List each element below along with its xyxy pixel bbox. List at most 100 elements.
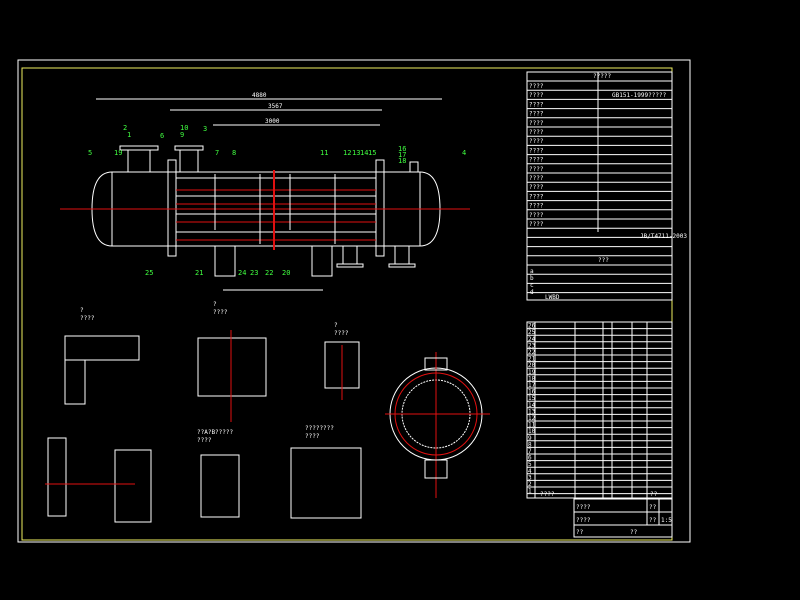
detail-caption: ???? [80,315,95,322]
part-number: 20 [528,362,536,369]
scale-label: ?? [649,504,657,511]
part-number: 14 [528,402,536,409]
inner-border [21,67,673,541]
part-label: 9 [180,131,184,139]
dim-overall: 4880 [252,92,267,99]
parts-footer-qty: ?? [650,491,658,498]
part-label: 14 [360,149,368,157]
dim-tube-length: 3567 [268,103,283,110]
part-number: 25 [528,329,536,336]
part-number: 3 [528,474,532,481]
part-label: 12 [343,149,351,157]
heat-exchanger-elevation: 4880 3567 3000 [60,92,470,291]
title-block-row: ???? [529,83,544,90]
dim-baffle-span: 3000 [265,118,280,125]
part-number: 21 [528,356,536,363]
nozzle-row: c [530,282,534,289]
title-block-row: ???? [529,129,544,136]
detail-views [45,330,490,523]
part-number: 2 [528,481,532,488]
part-label: 20 [282,269,290,277]
part-number: 23 [528,342,536,349]
sheet-name-3: ?? [576,529,584,536]
detail-caption: ???? [197,437,212,444]
part-label: 19 [114,149,122,157]
scale-value: 1:5 [661,517,672,524]
parts-list: 2625242322212019181716151413121110987654… [526,321,673,499]
part-label: 8 [232,149,236,157]
part-label: 17 [398,151,406,159]
part-number: 7 [528,448,532,455]
part-number: 15 [528,395,536,402]
sheet-info: ???? ???? ?? ?? 1:5 ?? ?? [573,498,673,538]
title-block-row: ???? [529,101,544,108]
title-block-heading: ????? [593,73,611,80]
nozzle-row: b [530,275,534,282]
part-number: 12 [528,415,536,422]
title-block-row: ???? [529,184,544,191]
part-label: 3 [203,125,207,133]
part-number: 10 [528,428,536,435]
parts-footer-label: ???? [540,491,555,498]
part-number: 9 [528,435,532,442]
part-number: 1 [528,488,532,495]
title-block-row: ???? [529,138,544,145]
title-block-row: ???? [529,92,544,99]
detail-mark: ??A?B????? [197,429,234,436]
part-label: 10 [180,124,188,132]
code-text: JB/T4711-2003 [640,233,687,240]
part-label: 2 [123,124,127,132]
part-number: 6 [528,455,532,462]
part-label: 7 [215,149,219,157]
standard-text: GB151-1999????? [612,92,667,99]
sheet-name-1: ???? [576,504,591,511]
part-label: 15 [368,149,376,157]
title-block-row: ???? [529,166,544,173]
title-block-row: ???? [529,175,544,182]
part-number: 24 [528,336,536,343]
detail-mark: ? [213,301,217,308]
nozzle-table-header: ??? [598,257,609,264]
outer-frame [17,59,691,543]
part-label: 18 [398,157,406,165]
title-block-row: ???? [529,203,544,210]
title-block-row: ???? [529,147,544,154]
nozzle-row: d [530,289,534,296]
nozzle-row: a [530,268,534,275]
part-number: 26 [528,323,536,330]
title-block-row: ???? [529,212,544,219]
sheet-name-2: ???? [576,517,591,524]
detail-mark: ???????? [305,425,334,432]
detail-caption: ???? [213,309,228,316]
detail-caption: ???? [334,330,349,337]
title-block-row: ???? [529,193,544,200]
part-label: 13 [352,149,360,157]
part-label: 16 [398,145,406,153]
part-number: 22 [528,349,536,356]
detail-caption: ???? [305,433,320,440]
detail-mark: ? [80,307,84,314]
part-label: 4 [462,149,466,157]
sheet-label: ?? [649,517,657,524]
part-number: 17 [528,382,536,389]
title-block-row: ???? [529,157,544,164]
title-block-row: ???? [529,120,544,127]
part-label: 1 [127,131,131,139]
nozzle-footer: LWBD [545,294,560,301]
part-number: 4 [528,468,532,475]
part-label: 23 [250,269,258,277]
part-number: 16 [528,389,536,396]
title-block-row: ???? [529,111,544,118]
part-number: 11 [528,422,536,429]
part-label: 25 [145,269,153,277]
part-number: 19 [528,369,536,376]
title-block: ????????????????????????????????????????… [526,71,687,301]
part-number: 8 [528,441,532,448]
part-number: 5 [528,461,532,468]
part-label: 5 [88,149,92,157]
part-label: 21 [195,269,203,277]
part-label: 22 [265,269,273,277]
title-block-row: ???? [529,221,544,228]
detail-mark: ? [334,322,338,329]
